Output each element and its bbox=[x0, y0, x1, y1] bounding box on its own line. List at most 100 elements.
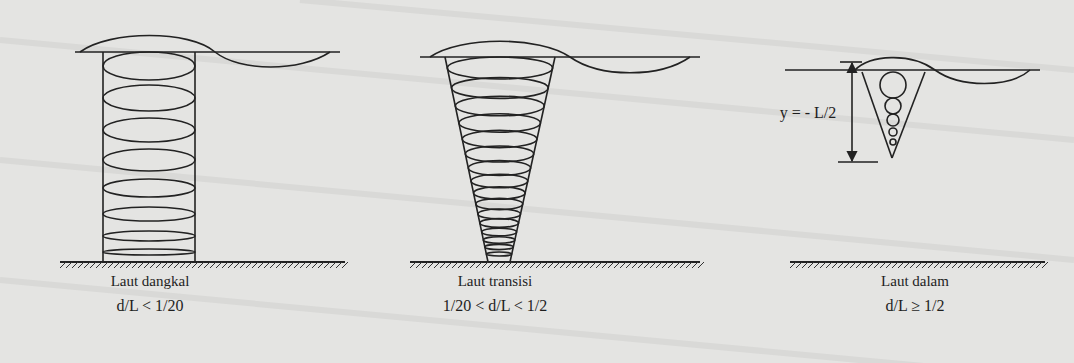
sea-bed bbox=[410, 261, 700, 263]
hatch-stroke bbox=[548, 262, 554, 268]
hatch-stroke bbox=[336, 262, 342, 268]
hatch-stroke bbox=[1006, 262, 1012, 268]
hatch-stroke bbox=[976, 262, 982, 268]
orbit-ellipse bbox=[103, 85, 195, 111]
hatch-stroke bbox=[162, 262, 168, 268]
hatch-stroke bbox=[228, 262, 234, 268]
hatch-stroke bbox=[482, 262, 488, 268]
orbit-ellipse bbox=[474, 187, 526, 199]
hatch-stroke bbox=[808, 262, 814, 268]
hatch-stroke bbox=[530, 262, 536, 268]
hatch-stroke bbox=[186, 262, 192, 268]
region-name: Laut transisi bbox=[458, 272, 533, 290]
hatch-stroke bbox=[518, 262, 524, 268]
hatch-stroke bbox=[270, 262, 276, 268]
hatch-stroke bbox=[560, 262, 566, 268]
orbit-ellipse bbox=[476, 198, 523, 209]
hatch-stroke bbox=[264, 262, 270, 268]
hatch-stroke bbox=[874, 262, 880, 268]
orbit-ellipse bbox=[103, 118, 195, 142]
hatch-stroke bbox=[156, 262, 162, 268]
hatch-stroke bbox=[416, 262, 422, 268]
hatch-stroke bbox=[66, 262, 72, 268]
hatch-stroke bbox=[910, 262, 916, 268]
hatch-stroke bbox=[620, 262, 626, 268]
orbit-ellipse bbox=[485, 244, 513, 249]
region-name: Laut dalam bbox=[881, 272, 949, 290]
orbit-ellipse bbox=[478, 209, 521, 219]
hatch-stroke bbox=[952, 262, 958, 268]
hatch-stroke bbox=[536, 262, 542, 268]
orbit-ellipse bbox=[452, 78, 549, 99]
hatch-stroke bbox=[488, 262, 494, 268]
wave-profile bbox=[80, 36, 330, 68]
hatch-stroke bbox=[240, 262, 246, 268]
hatch-stroke bbox=[790, 262, 796, 268]
hatch-stroke bbox=[814, 262, 820, 268]
hatch-stroke bbox=[192, 262, 198, 268]
hatch-stroke bbox=[632, 262, 638, 268]
hatch-stroke bbox=[174, 262, 180, 268]
sea-bed bbox=[60, 261, 345, 263]
hatch-stroke bbox=[428, 262, 434, 268]
hatch-stroke bbox=[168, 262, 174, 268]
orbit-circle bbox=[887, 114, 899, 126]
orbit-ellipse bbox=[471, 174, 528, 188]
hatch-stroke bbox=[880, 262, 886, 268]
orbit-ellipse bbox=[103, 249, 195, 255]
orbit-ellipses bbox=[447, 57, 552, 256]
hatch-stroke bbox=[1018, 262, 1024, 268]
depth-ratio: d/L ≥ 1/2 bbox=[886, 296, 945, 315]
hatch-stroke bbox=[602, 262, 608, 268]
hatch-stroke bbox=[126, 262, 132, 268]
orbit-ellipse bbox=[459, 114, 541, 132]
orbit-ellipse bbox=[447, 57, 552, 79]
hatch-stroke bbox=[294, 262, 300, 268]
hatch-stroke bbox=[862, 262, 868, 268]
orbit-ellipse bbox=[455, 96, 544, 116]
dimension-tick bbox=[838, 161, 878, 163]
orbit-ellipse bbox=[103, 52, 195, 80]
sea-bed-hatch bbox=[60, 262, 1048, 268]
hatch-stroke bbox=[850, 262, 856, 268]
hatch-stroke bbox=[410, 262, 416, 268]
hatch-stroke bbox=[832, 262, 838, 268]
hatch-stroke bbox=[276, 262, 282, 268]
hatch-stroke bbox=[1024, 262, 1030, 268]
hatch-stroke bbox=[246, 262, 252, 268]
hatch-stroke bbox=[554, 262, 560, 268]
orbit-bound bbox=[862, 72, 892, 158]
hatch-stroke bbox=[60, 262, 66, 268]
hatch-stroke bbox=[916, 262, 922, 268]
hatch-stroke bbox=[470, 262, 476, 268]
hatch-stroke bbox=[1000, 262, 1006, 268]
hatch-stroke bbox=[180, 262, 186, 268]
orbit-ellipse bbox=[482, 228, 517, 236]
hatch-stroke bbox=[964, 262, 970, 268]
hatch-stroke bbox=[856, 262, 862, 268]
hatch-stroke bbox=[90, 262, 96, 268]
orbit-ellipse bbox=[468, 161, 530, 176]
hatch-stroke bbox=[234, 262, 240, 268]
hatch-stroke bbox=[446, 262, 452, 268]
orbit-ellipse bbox=[103, 179, 195, 197]
hatch-stroke bbox=[342, 262, 348, 268]
hatch-stroke bbox=[626, 262, 632, 268]
hatch-stroke bbox=[452, 262, 458, 268]
still-water-line bbox=[75, 51, 340, 53]
hatch-stroke bbox=[868, 262, 874, 268]
hatch-stroke bbox=[566, 262, 572, 268]
hatch-stroke bbox=[422, 262, 428, 268]
hatch-stroke bbox=[904, 262, 910, 268]
orbit-circle bbox=[885, 98, 901, 114]
hatch-stroke bbox=[922, 262, 928, 268]
hatch-stroke bbox=[970, 262, 976, 268]
hatch-stroke bbox=[524, 262, 530, 268]
hatch-stroke bbox=[252, 262, 258, 268]
hatch-stroke bbox=[542, 262, 548, 268]
orbit-ellipses bbox=[103, 52, 195, 255]
hatch-stroke bbox=[802, 262, 808, 268]
hatch-stroke bbox=[638, 262, 644, 268]
hatch-stroke bbox=[844, 262, 850, 268]
